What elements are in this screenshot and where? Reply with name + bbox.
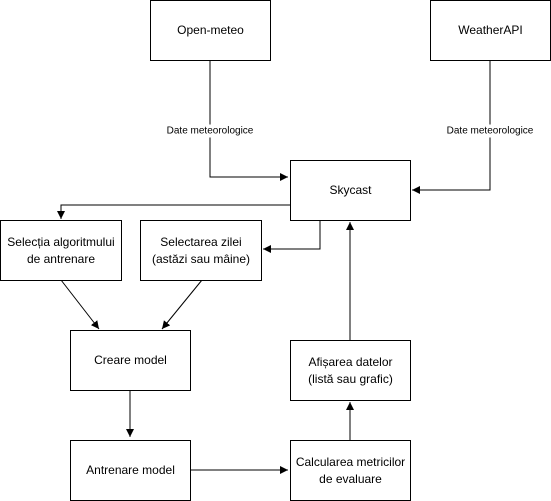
- node-skycast-label: Skycast: [329, 183, 372, 198]
- node-afisarea-datelor: Afișarea datelor (listă sau grafic): [290, 340, 411, 401]
- node-open-meteo: Open-meteo: [150, 0, 271, 61]
- edge-skycast-to-selectia-algoritmului: [57, 204, 290, 219]
- node-selectarea-zilei-label: Selectarea zilei (astăzi sau mâine): [151, 235, 251, 266]
- node-creare-model: Creare model: [70, 330, 191, 391]
- node-afisarea-datelor-label: Afișarea datelor (listă sau grafic): [308, 355, 393, 386]
- edge-selectia-algoritmului-to-creare-model: [60, 279, 100, 330]
- node-selectarea-zilei: Selectarea zilei (astăzi sau mâine): [140, 220, 262, 281]
- node-weatherapi-label: WeatherAPI: [458, 23, 523, 38]
- edge-selectarea-zilei-to-creare-model: [161, 279, 203, 330]
- node-antrenare-model: Antrenare model: [70, 440, 191, 501]
- edge-skycast-to-selectarea-zilei: [263, 220, 321, 253]
- node-selectia-algoritmului-label: Selecția algoritmului de antrenare: [7, 235, 115, 266]
- node-antrenare-model-label: Antrenare model: [86, 463, 175, 478]
- node-skycast: Skycast: [290, 160, 411, 221]
- node-calcularea-metricilor-label: Calcularea metricilor de evaluare: [295, 455, 406, 486]
- node-open-meteo-label: Open-meteo: [177, 23, 244, 38]
- edge-label-open-meteo: Date meteorologice: [164, 124, 256, 138]
- node-calcularea-metricilor: Calcularea metricilor de evaluare: [290, 440, 411, 501]
- node-weatherapi: WeatherAPI: [430, 0, 551, 61]
- edge-label-weatherapi: Date meteorologice: [444, 124, 536, 138]
- node-selectia-algoritmului: Selecția algoritmului de antrenare: [0, 220, 122, 281]
- edge-open-meteo-to-skycast: [209, 60, 288, 181]
- node-creare-model-label: Creare model: [94, 353, 167, 368]
- edge-weatherapi-to-skycast: [412, 60, 491, 194]
